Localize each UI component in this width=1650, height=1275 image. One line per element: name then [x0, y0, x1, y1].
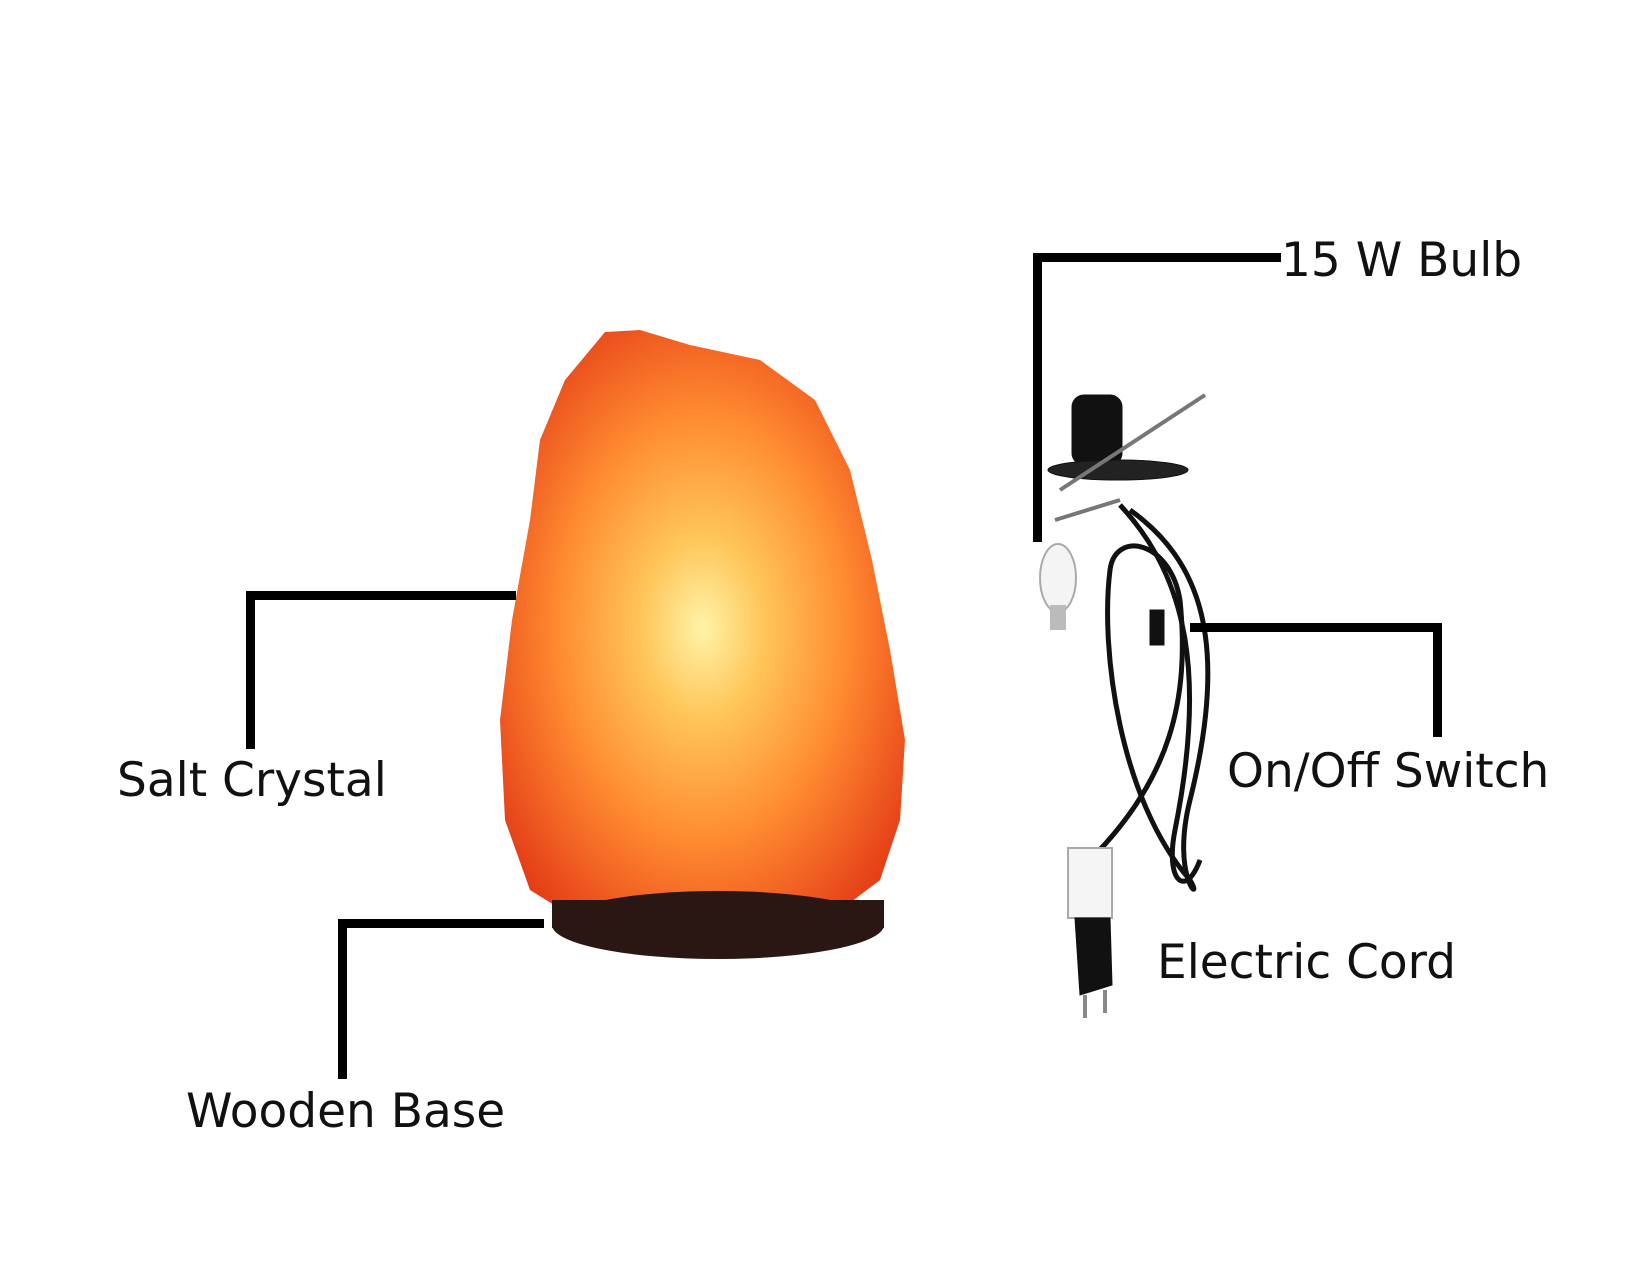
plug — [1074, 917, 1113, 996]
electric-cord-label: Electric Cord — [1157, 935, 1457, 990]
bulb-leader-v — [1033, 253, 1042, 542]
switch-label: On/Off Switch — [1227, 744, 1550, 799]
salt-crystal-leader-h — [246, 591, 516, 600]
salt-crystal — [500, 330, 905, 925]
cord — [1088, 507, 1211, 892]
switch — [1149, 609, 1165, 646]
salt-lamp — [500, 330, 905, 959]
salt-crystal-leader-v — [246, 591, 255, 749]
salt-crystal-label: Salt Crystal — [117, 753, 387, 808]
wooden-base-leader-v — [338, 919, 347, 1079]
bulb — [1039, 543, 1077, 613]
switch-leader-v — [1433, 623, 1442, 737]
lamp-cord-kit — [1039, 393, 1211, 1018]
wooden-base-label: Wooden Base — [186, 1084, 506, 1139]
switch-leader-h — [1190, 623, 1440, 632]
bulb-label: 15 W Bulb — [1281, 233, 1523, 288]
bulb-leader-h — [1033, 253, 1281, 262]
wooden-base-leader-h — [338, 919, 544, 928]
